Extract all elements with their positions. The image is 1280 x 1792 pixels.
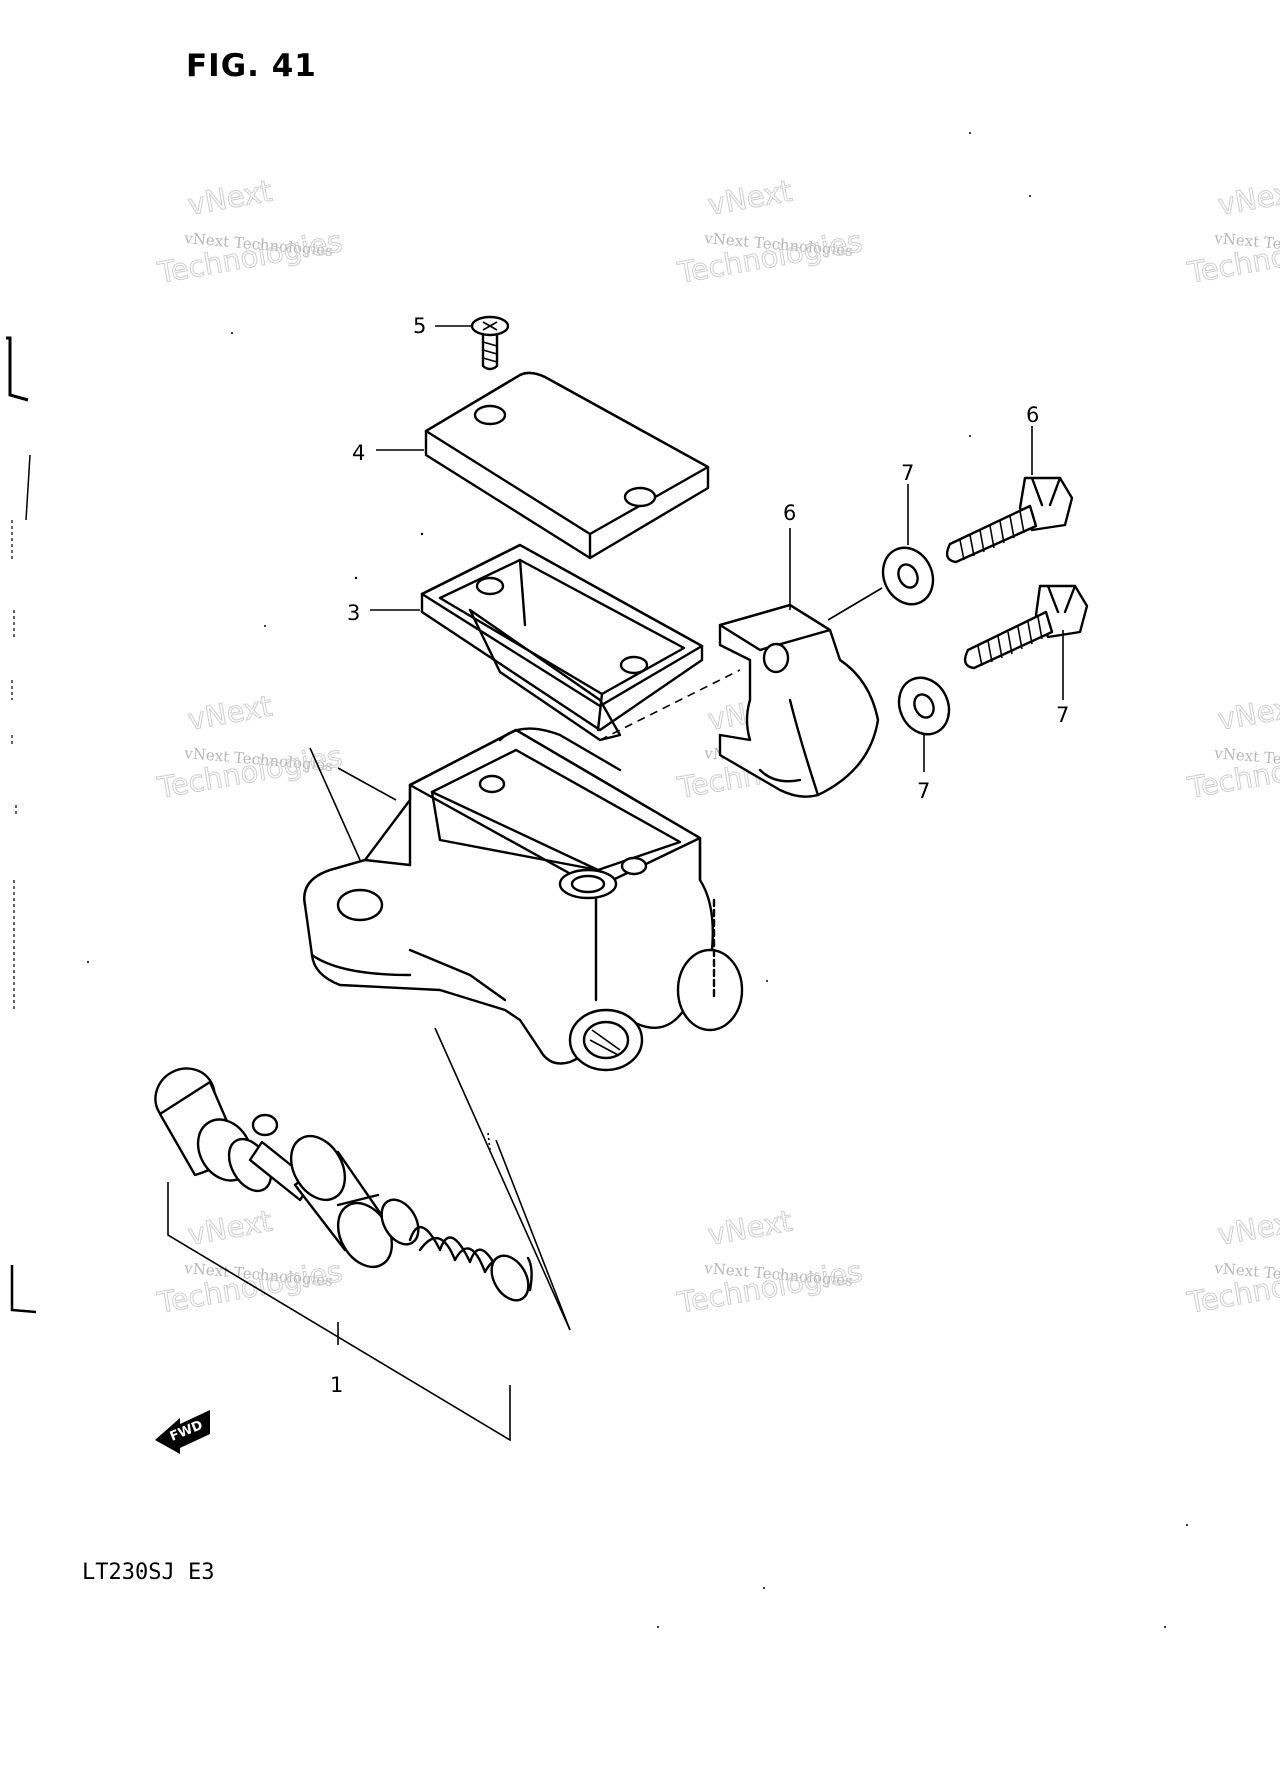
part-7-washer-upper bbox=[881, 546, 935, 606]
part-6-bolt-upper bbox=[945, 476, 1074, 564]
callout-3: 4 bbox=[352, 441, 365, 465]
watermark-text: vNext bbox=[705, 1204, 794, 1252]
watermark-text: vNext bbox=[185, 1204, 274, 1252]
watermark-text: vNext bbox=[1215, 174, 1280, 222]
watermark: vNext vNext Technologies Technologies bbox=[154, 688, 345, 805]
part-2-diaphragm bbox=[420, 543, 704, 742]
watermark-text: vNext bbox=[185, 174, 274, 222]
watermark: vNext vNext Technologies Technologies bbox=[154, 1203, 345, 1320]
callout-7-upper: 7 bbox=[901, 461, 914, 485]
part-4-screw bbox=[470, 315, 510, 371]
part-7-washer-lower bbox=[897, 676, 951, 736]
callouts: 5 4 3 6 6 7 7 7 1 bbox=[330, 314, 1069, 1397]
part-master-cylinder-body bbox=[303, 727, 744, 1072]
watermark-text: vNext bbox=[1215, 689, 1280, 737]
part-3-reservoir-cap bbox=[424, 371, 710, 560]
callout-5: 6 bbox=[783, 501, 796, 525]
scan-specks bbox=[87, 132, 1188, 1628]
watermark-text: vNext bbox=[705, 174, 794, 222]
callout-4: 5 bbox=[413, 314, 426, 338]
part-6-bolt-lower bbox=[963, 584, 1089, 670]
watermark: vNext vNext Technologies Technologies bbox=[1184, 688, 1280, 805]
callout-7-lower: 7 bbox=[917, 779, 930, 803]
watermark: vNext vNext Technologies Technologies bbox=[154, 173, 345, 290]
leader-lines bbox=[167, 325, 1064, 1442]
watermark-text: vNext bbox=[1215, 1204, 1280, 1252]
watermark: vNext vNext Technologies Technologies bbox=[674, 173, 865, 290]
callout-6-lower: 7 bbox=[1056, 703, 1069, 727]
part-5-clamp bbox=[718, 603, 880, 798]
part-1-piston-kit bbox=[154, 1067, 533, 1302]
figure-title: FIG. 41 bbox=[186, 48, 317, 84]
callout-2: 3 bbox=[347, 601, 360, 625]
watermark-text: vNext bbox=[185, 689, 274, 737]
callout-6-upper: 6 bbox=[1026, 403, 1039, 427]
model-code: LT230SJ E3 bbox=[82, 1560, 215, 1585]
watermark: vNext vNext Technologies Technologies bbox=[1184, 1203, 1280, 1320]
watermark: vNext vNext Technologies Technologies bbox=[674, 1203, 865, 1320]
forward-arrow-icon: FWD bbox=[155, 1410, 210, 1454]
watermark: vNext vNext Technologies Technologies bbox=[1184, 173, 1280, 290]
callout-1: 1 bbox=[330, 1373, 343, 1397]
scan-edge-artifacts bbox=[6, 336, 37, 1314]
